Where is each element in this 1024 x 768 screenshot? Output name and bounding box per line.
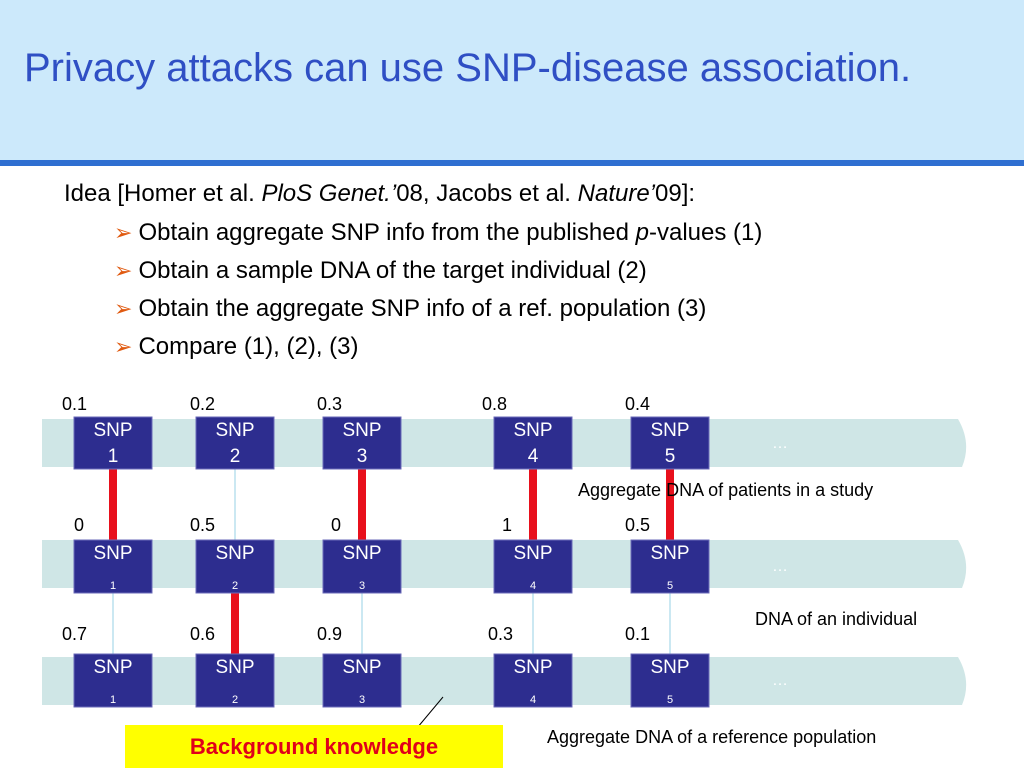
snp-label: SNP	[215, 657, 254, 678]
snp-value: 0.3	[488, 624, 514, 644]
arrow-bullet-icon: ➢	[114, 220, 133, 245]
arrow-bullet-icon: ➢	[114, 334, 133, 359]
arrow-bullet-icon: ➢	[114, 296, 133, 321]
snp-box	[630, 653, 710, 708]
snp-label: SNP	[342, 543, 381, 564]
journal-plos: PloS Genet.’	[261, 180, 397, 207]
ellipsis: …	[772, 672, 788, 689]
idea-prefix: Idea [Homer et al.	[64, 180, 262, 207]
snp-number: 1	[108, 446, 119, 467]
row-caption: Aggregate DNA of a reference population	[547, 727, 877, 747]
snp-box	[322, 653, 402, 708]
snp-value: 0.4	[625, 394, 651, 414]
snp-label: SNP	[215, 543, 254, 564]
bullet-item: ➢Obtain the aggregate SNP info of a ref.…	[114, 295, 706, 323]
snp-label: SNP	[513, 657, 552, 678]
bullet-text: Obtain aggregate SNP info from the publi…	[138, 219, 636, 246]
snp-label: SNP	[650, 420, 689, 441]
snp-number: 1	[110, 580, 116, 592]
snp-box	[73, 416, 153, 470]
journal-nature: Nature’	[577, 180, 656, 207]
snp-value: 0.2	[190, 394, 216, 414]
snp-label: SNP	[650, 657, 689, 678]
snp-label: SNP	[650, 543, 689, 564]
snp-box	[195, 539, 275, 594]
header-rule	[0, 160, 1024, 166]
background-knowledge-label: Background knowledge	[189, 733, 439, 759]
idea-suffix: 09]:	[655, 180, 696, 207]
background-knowledge-box: Background knowledge	[125, 725, 503, 768]
snp-box	[73, 539, 153, 594]
snp-number: 5	[667, 580, 673, 592]
bullet-text-end: -values (1)	[649, 219, 763, 246]
snp-box	[493, 539, 573, 594]
snp-label: SNP	[93, 657, 132, 678]
bullet-text: Obtain a sample DNA of the target indivi…	[138, 257, 647, 284]
snp-label: SNP	[93, 420, 132, 441]
snp-box	[322, 416, 402, 470]
snp-value: 0.1	[625, 624, 651, 644]
snp-number: 4	[530, 580, 536, 592]
snp-label: SNP	[215, 420, 254, 441]
snp-number: 2	[230, 446, 241, 467]
snp-box	[493, 653, 573, 708]
snp-box	[630, 416, 710, 470]
snp-box	[195, 416, 275, 470]
snp-box	[73, 653, 153, 708]
snp-value: 0	[331, 515, 342, 535]
snp-box	[195, 653, 275, 708]
snp-value: 0.5	[625, 515, 651, 535]
snp-number: 3	[359, 580, 365, 592]
snp-number: 4	[530, 694, 536, 706]
snp-number: 3	[357, 446, 368, 467]
snp-value: 0.3	[317, 394, 343, 414]
bullet-text: Compare (1), (2), (3)	[138, 333, 359, 360]
snp-number: 3	[359, 694, 365, 706]
snp-box	[493, 416, 573, 470]
bullet-item: ➢Compare (1), (2), (3)	[114, 333, 358, 361]
row-caption: DNA of an individual	[755, 609, 918, 629]
ellipsis: …	[772, 558, 788, 575]
snp-label: SNP	[342, 420, 381, 441]
row-caption: Aggregate DNA of patients in a study	[578, 480, 874, 500]
snp-number: 5	[665, 446, 676, 467]
bullet-italic: p	[635, 219, 649, 246]
ellipsis: …	[772, 435, 788, 452]
snp-value: 0.7	[62, 624, 88, 644]
snp-label: SNP	[513, 543, 552, 564]
arrow-bullet-icon: ➢	[114, 258, 133, 283]
snp-number: 5	[667, 694, 673, 706]
snp-value: 0.9	[317, 624, 343, 644]
snp-label: SNP	[342, 657, 381, 678]
slide-title: Privacy attacks can use SNP-disease asso…	[24, 46, 912, 90]
header-band	[0, 0, 1024, 160]
snp-value: 0.5	[190, 515, 216, 535]
snp-box	[322, 539, 402, 594]
snp-number: 2	[232, 694, 238, 706]
snp-value: 0.1	[62, 394, 88, 414]
bullet-item: ➢Obtain a sample DNA of the target indiv…	[114, 257, 647, 285]
snp-number: 1	[110, 694, 116, 706]
snp-value: 1	[502, 515, 513, 535]
bullet-item: ➢Obtain aggregate SNP info from the publ…	[114, 219, 762, 247]
bullet-text: Obtain the aggregate SNP info of a ref. …	[138, 295, 707, 322]
snp-label: SNP	[93, 543, 132, 564]
snp-value: 0.6	[190, 624, 216, 644]
idea-line: Idea [Homer et al. PloS Genet.’08, Jacob…	[64, 180, 695, 208]
idea-mid: 08, Jacobs et al.	[396, 180, 578, 207]
snp-number: 2	[232, 580, 238, 592]
snp-box	[630, 539, 710, 594]
snp-label: SNP	[513, 420, 552, 441]
snp-number: 4	[528, 446, 539, 467]
snp-value: 0.8	[482, 394, 508, 414]
snp-value: 0	[74, 515, 85, 535]
